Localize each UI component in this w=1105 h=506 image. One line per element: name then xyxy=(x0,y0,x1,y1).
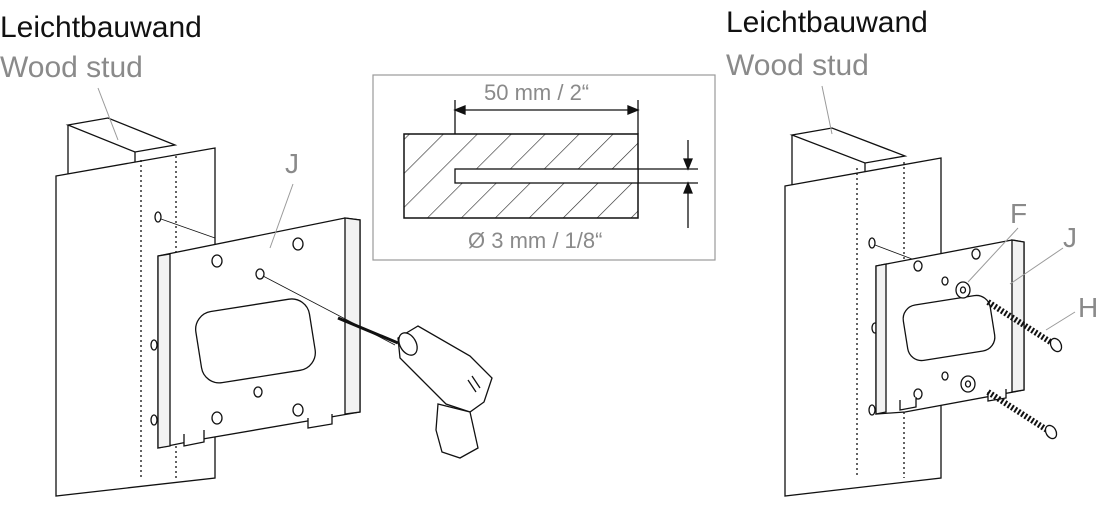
left-subtitle: Wood stud xyxy=(0,51,143,84)
depth-label: 50 mm / 2“ xyxy=(484,80,590,105)
leader-lines xyxy=(967,227,1076,331)
left-title: Leichtbauwand xyxy=(0,11,202,44)
part-label-j: J xyxy=(1063,222,1077,253)
washer-icon xyxy=(955,281,976,393)
detail-frame xyxy=(372,74,716,261)
bracket-icon xyxy=(157,217,396,449)
part-label-j: J xyxy=(285,148,299,179)
left-scene xyxy=(55,117,493,497)
part-label-h: H xyxy=(1078,292,1099,323)
right-title: Leichtbauwand xyxy=(726,6,928,39)
bracket-icon xyxy=(875,239,1025,415)
drill-icon xyxy=(337,316,493,459)
leader-lines xyxy=(97,85,833,249)
screw-icon xyxy=(986,299,1063,440)
pilot-hole xyxy=(454,168,639,184)
right-scene xyxy=(784,127,1076,497)
part-label-f: F xyxy=(1010,198,1028,229)
dimension-lines xyxy=(453,100,698,228)
drill-depth-detail xyxy=(372,74,716,261)
right-subtitle: Wood stud xyxy=(726,49,869,82)
diameter-label: Ø 3 mm / 1/8“ xyxy=(468,228,603,253)
